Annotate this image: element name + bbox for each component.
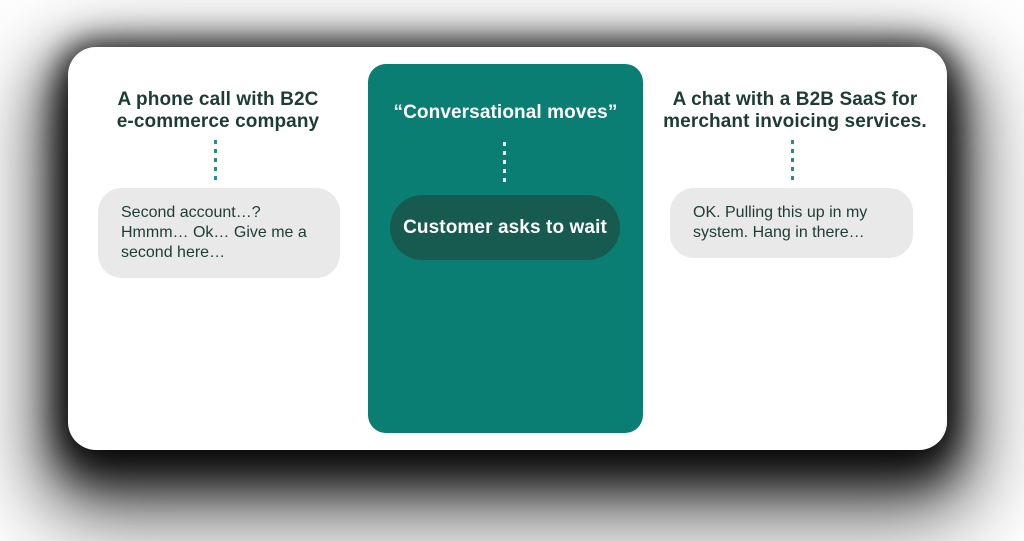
conversational-moves-panel: “Conversational moves” Customer asks to … bbox=[368, 64, 643, 433]
right-chat-bubble: OK. Pulling this up in my system. Hang i… bbox=[670, 188, 913, 258]
right-bubble-line-1: OK. Pulling this up in my bbox=[693, 204, 868, 221]
panel-dotted-connector bbox=[503, 142, 506, 186]
left-heading-line-1: A phone call with B2C bbox=[117, 89, 319, 110]
conversational-move-pill: Customer asks to wait bbox=[390, 195, 620, 260]
comparison-card: A phone call with B2C e-commerce company… bbox=[68, 47, 947, 450]
panel-heading: “Conversational moves” bbox=[393, 102, 618, 123]
right-bubble-line-2: system. Hang in there… bbox=[693, 224, 865, 241]
right-column-heading: A chat with a B2B SaaS for merchant invo… bbox=[637, 89, 953, 133]
left-bubble-line-3: second here… bbox=[121, 244, 226, 261]
left-column-heading: A phone call with B2C e-commerce company bbox=[78, 89, 358, 133]
left-bubble-line-1: Second account…? bbox=[121, 204, 261, 221]
right-heading-line-2: merchant invoicing services. bbox=[663, 111, 927, 132]
right-dotted-connector bbox=[791, 140, 794, 184]
right-heading-line-1: A chat with a B2B SaaS for bbox=[672, 89, 918, 110]
left-bubble-line-2: Hmmm… Ok… Give me a bbox=[121, 224, 307, 241]
left-dotted-connector bbox=[214, 140, 217, 184]
left-chat-bubble: Second account…? Hmmm… Ok… Give me a sec… bbox=[98, 188, 340, 278]
left-heading-line-2: e-commerce company bbox=[116, 111, 320, 132]
